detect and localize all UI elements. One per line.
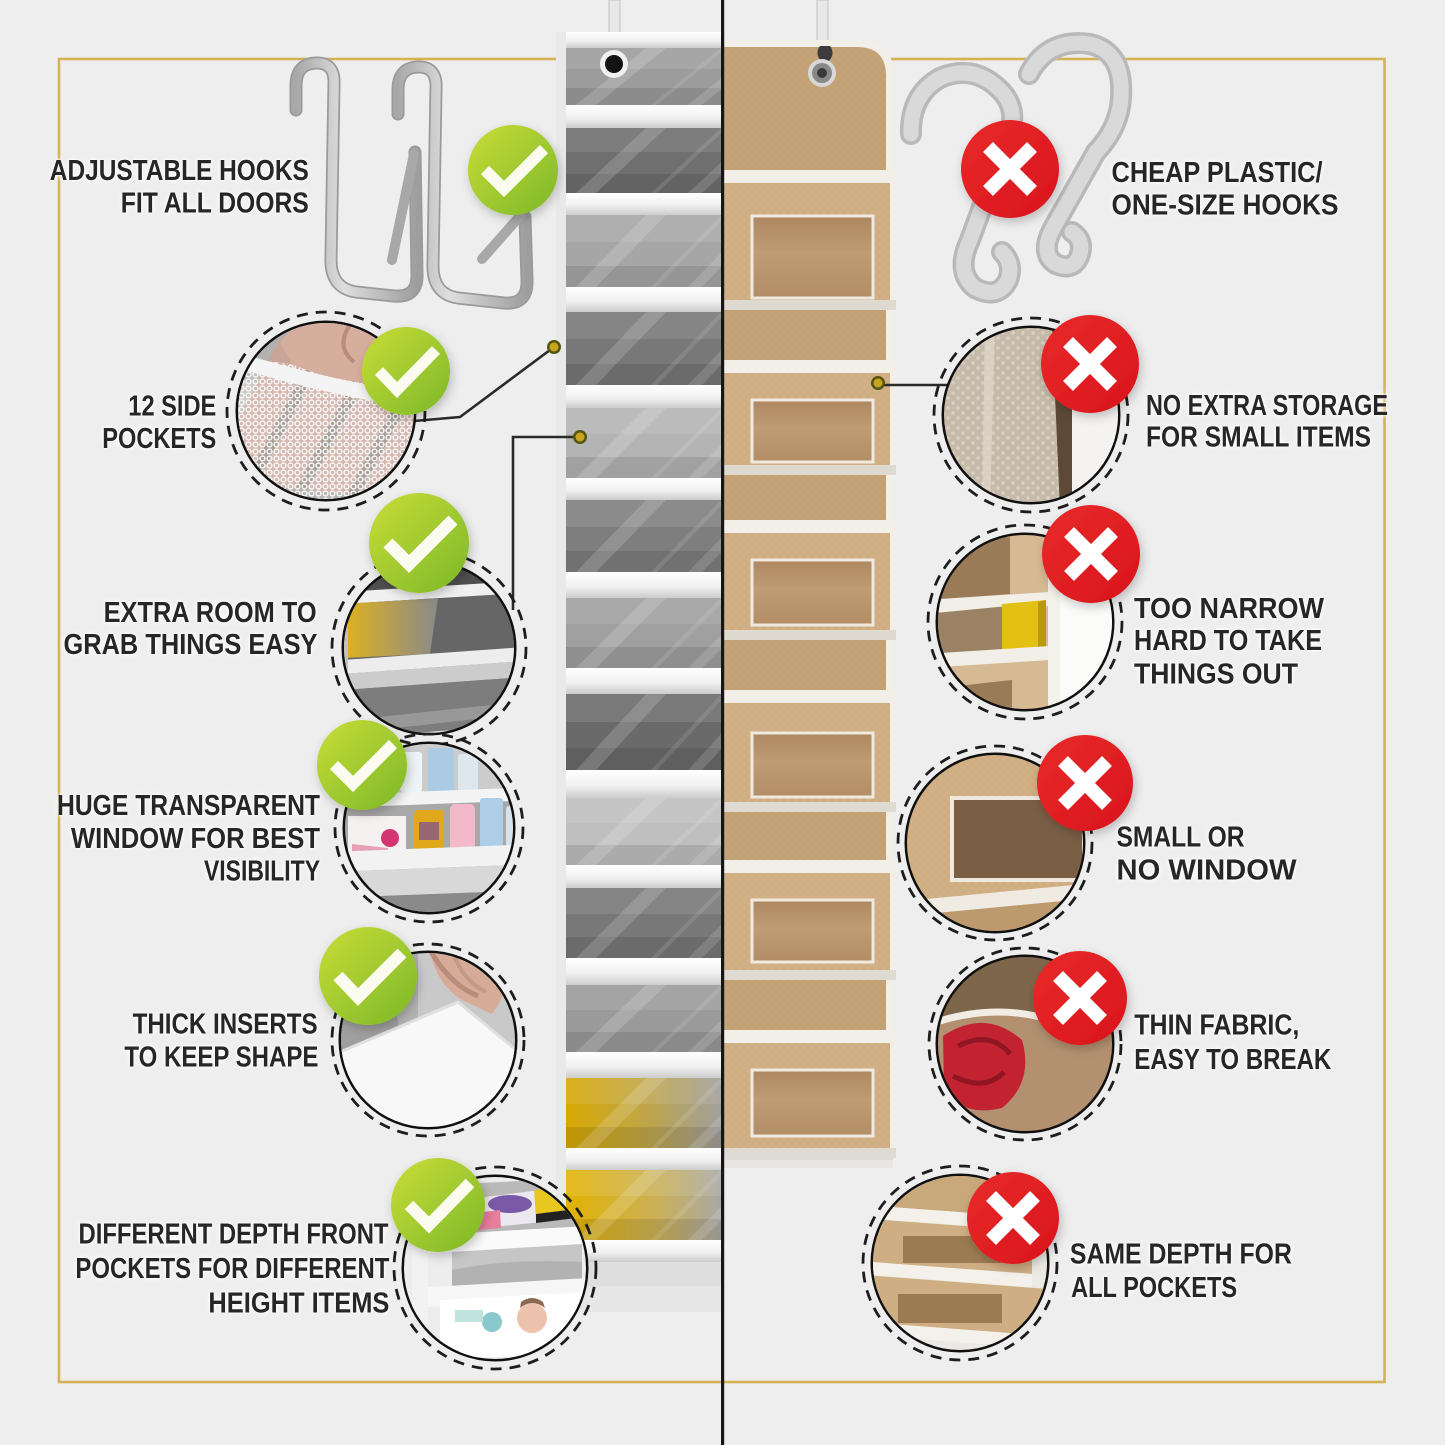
- svg-text:HARD TO TAKE: HARD TO TAKE: [1134, 625, 1322, 657]
- svg-text:12 SIDE: 12 SIDE: [128, 390, 216, 422]
- svg-text:SAME DEPTH FOR: SAME DEPTH FOR: [1070, 1239, 1292, 1271]
- svg-text:WINDOW FOR BEST: WINDOW FOR BEST: [71, 823, 321, 855]
- svg-text:NO WINDOW: NO WINDOW: [1117, 854, 1297, 886]
- svg-text:ONE-SIZE HOOKS: ONE-SIZE HOOKS: [1112, 190, 1339, 222]
- svg-text:FOR SMALL ITEMS: FOR SMALL ITEMS: [1146, 422, 1371, 454]
- svg-text:ADJUSTABLE HOOKS: ADJUSTABLE HOOKS: [50, 155, 309, 187]
- svg-text:HUGE TRANSPARENT: HUGE TRANSPARENT: [57, 790, 321, 822]
- svg-text:CHEAP PLASTIC/: CHEAP PLASTIC/: [1112, 157, 1323, 189]
- svg-text:HEIGHT ITEMS: HEIGHT ITEMS: [208, 1288, 389, 1320]
- svg-text:THIN FABRIC,: THIN FABRIC,: [1134, 1010, 1299, 1042]
- svg-text:THICK INSERTS: THICK INSERTS: [133, 1008, 318, 1040]
- svg-text:ALL POCKETS: ALL POCKETS: [1071, 1272, 1237, 1304]
- svg-text:TOO NARROW: TOO NARROW: [1134, 593, 1324, 625]
- svg-text:THINGS OUT: THINGS OUT: [1134, 658, 1299, 690]
- svg-text:EASY TO BREAK: EASY TO BREAK: [1134, 1044, 1331, 1076]
- svg-text:SMALL OR: SMALL OR: [1117, 822, 1245, 854]
- svg-text:FIT ALL DOORS: FIT ALL DOORS: [121, 187, 309, 219]
- svg-text:VISIBILITY: VISIBILITY: [204, 855, 320, 887]
- svg-text:EXTRA ROOM TO: EXTRA ROOM TO: [104, 597, 317, 629]
- svg-text:TO KEEP SHAPE: TO KEEP SHAPE: [124, 1042, 318, 1074]
- svg-text:NO EXTRA STORAGE: NO EXTRA STORAGE: [1146, 390, 1388, 422]
- svg-text:DIFFERENT DEPTH FRONT: DIFFERENT DEPTH FRONT: [79, 1219, 389, 1251]
- svg-text:POCKETS: POCKETS: [102, 423, 216, 455]
- svg-text:POCKETS FOR DIFFERENT: POCKETS FOR DIFFERENT: [75, 1253, 389, 1285]
- svg-text:GRAB THINGS EASY: GRAB THINGS EASY: [64, 629, 318, 661]
